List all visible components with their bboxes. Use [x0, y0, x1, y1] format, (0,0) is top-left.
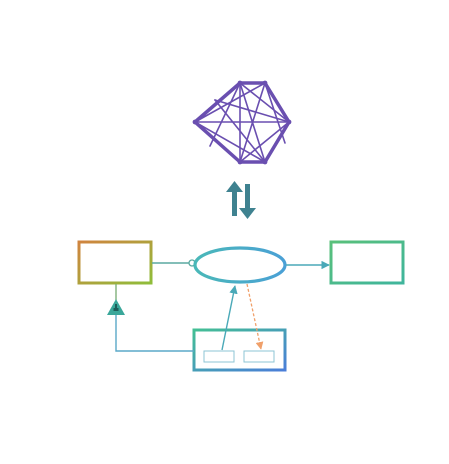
bottom-slot-1[interactable] — [203, 350, 235, 363]
left-box[interactable] — [77, 240, 153, 285]
bottom-container[interactable] — [192, 328, 287, 372]
edge-left-to-ellipse — [152, 259, 196, 267]
center-ellipse[interactable] — [193, 246, 287, 284]
edge-container-to-left — [115, 284, 194, 352]
bottom-slot-2[interactable] — [243, 350, 275, 363]
edge-ellipse-to-slot — [246, 283, 264, 350]
edge-container-to-ellipse — [221, 285, 238, 351]
swap-vertical-arrows-icon — [226, 181, 256, 219]
warning-triangle-icon[interactable] — [107, 299, 125, 315]
complete-graph-hexagon-icon — [192, 80, 292, 165]
right-box[interactable] — [329, 240, 405, 285]
